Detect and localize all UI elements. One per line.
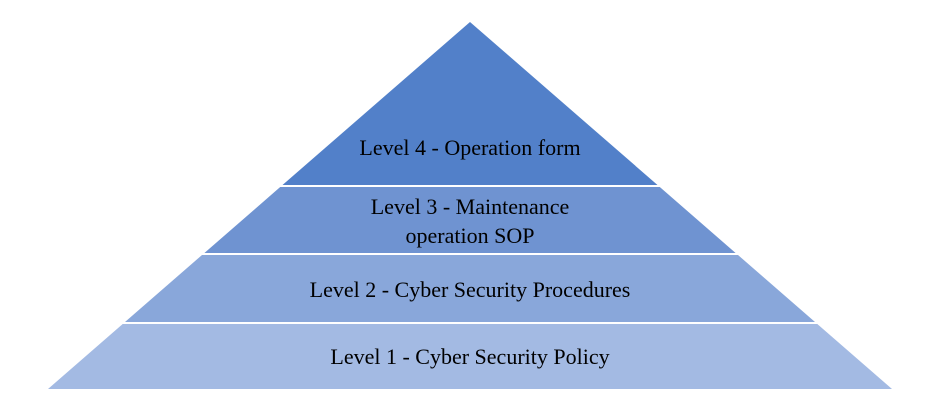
level-3-band	[204, 187, 736, 253]
level-2-label: Level 2 - Cyber Security Procedures	[310, 277, 631, 302]
level-1-label: Level 1 - Cyber Security Policy	[330, 344, 609, 369]
level-1-band	[48, 324, 892, 389]
level-3-label-line-1: Level 3 - Maintenance	[371, 194, 570, 219]
level-3-label-line-2: operation SOP	[406, 223, 535, 248]
level-2-band	[125, 255, 815, 322]
level-4-label: Level 4 - Operation form	[359, 135, 580, 160]
level-4-band	[282, 22, 658, 185]
